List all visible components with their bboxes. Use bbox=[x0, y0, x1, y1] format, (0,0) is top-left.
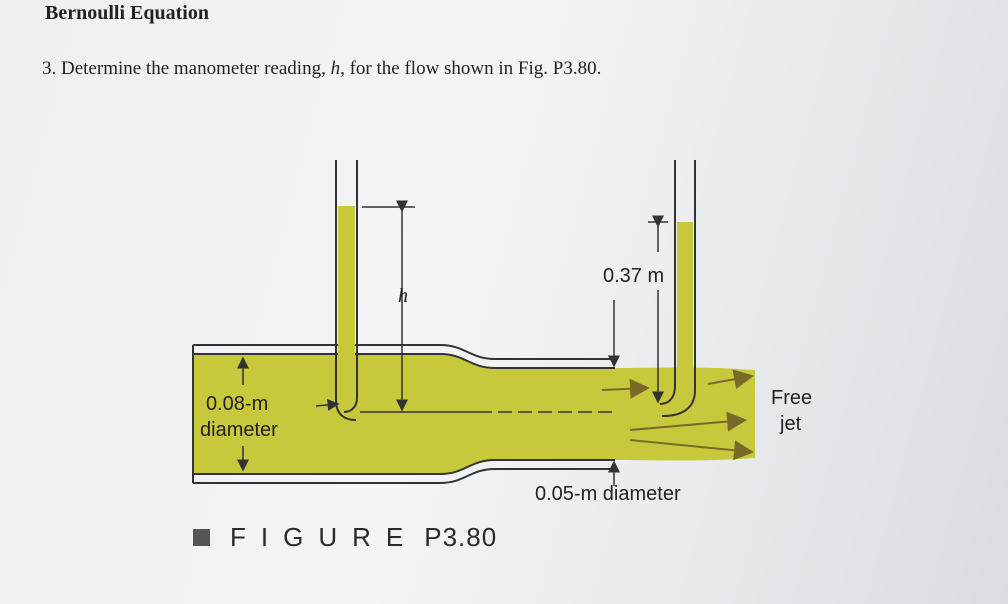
label-h: h bbox=[398, 285, 408, 307]
pipe-fluid bbox=[193, 354, 615, 474]
caption-square-icon bbox=[193, 529, 210, 546]
flow-arrow-4 bbox=[629, 439, 754, 461]
label-left-diam-1: 0.08-m bbox=[206, 393, 268, 415]
pipe-wall-bottom bbox=[192, 459, 615, 484]
label-037: 0.37 m bbox=[603, 265, 664, 287]
label-left-diam-2: diameter bbox=[200, 419, 278, 441]
figure-caption: FIGURE P3.80 bbox=[193, 522, 497, 553]
question-text-before: Determine the manometer reading, bbox=[61, 58, 326, 79]
label-jet: jet bbox=[779, 413, 802, 435]
flow-arrow-2 bbox=[707, 369, 754, 390]
left-tube-fluid bbox=[338, 206, 355, 396]
flow-arrow-1 bbox=[601, 378, 650, 399]
right-tube bbox=[659, 160, 696, 417]
label-free: Free bbox=[771, 387, 812, 409]
question-text-after: , for the flow shown in Fig. P3.80. bbox=[340, 58, 602, 79]
label-right-diam: 0.05-m diameter bbox=[535, 483, 681, 505]
free-jet-fluid bbox=[615, 367, 755, 461]
caption-number: P3.80 bbox=[424, 522, 498, 552]
question-number: 3. bbox=[42, 58, 57, 79]
tube-tip-pointer bbox=[315, 398, 340, 411]
caption-word: FIGURE bbox=[230, 522, 419, 552]
flow-arrow-3 bbox=[629, 411, 747, 432]
question-variable: h bbox=[330, 58, 341, 79]
section-title: Bernoulli Equation bbox=[45, 2, 209, 24]
question-text: 3. Determine the manometer reading, h, f… bbox=[42, 58, 601, 80]
right-tube-fluid bbox=[677, 222, 693, 394]
pipe-wall-top bbox=[192, 344, 615, 369]
